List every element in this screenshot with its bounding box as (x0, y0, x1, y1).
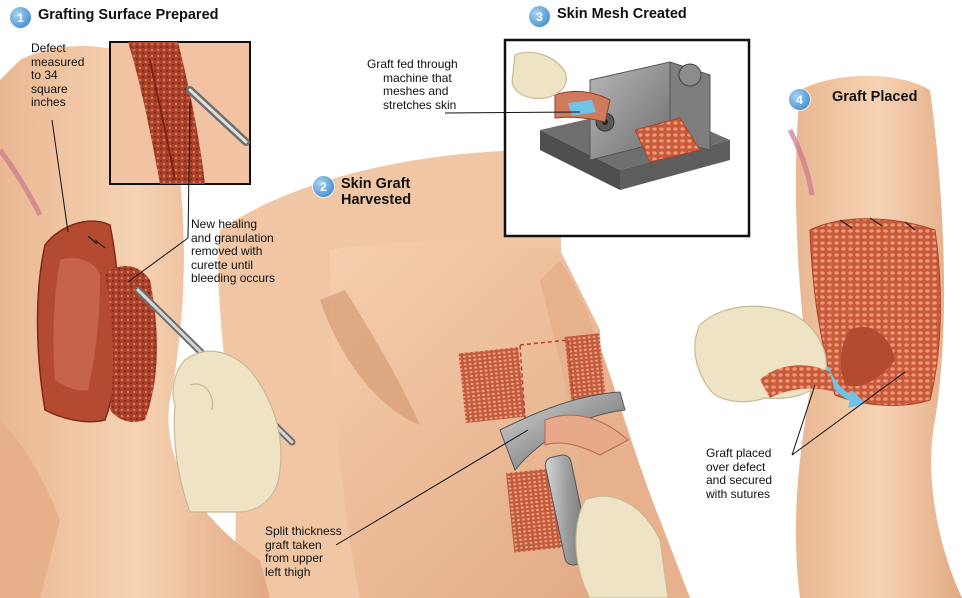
step-1-heading: 1 Grafting Surface Prepared (10, 7, 219, 28)
step-title: Graft Placed (832, 89, 917, 105)
mesh-machine-panel (505, 40, 749, 236)
step-title: Skin Mesh Created (557, 6, 687, 22)
step-title: Skin Graft Harvested (341, 176, 411, 208)
step-number-badge: 2 (313, 176, 334, 197)
step-number-badge: 3 (529, 6, 550, 27)
graft-placed-label: Graft placed over defect and secured wit… (706, 447, 772, 501)
healing-label: New healing and granulation removed with… (191, 218, 275, 286)
step-title: Grafting Surface Prepared (38, 7, 219, 23)
step-number-badge: 1 (10, 7, 31, 28)
step-3-heading: 3 Skin Mesh Created (529, 6, 687, 27)
step-number-badge: 4 (789, 89, 810, 110)
step-4-heading: 4 Graft Placed (789, 89, 917, 110)
defect-label: Defect measured to 34 square inches (31, 42, 84, 110)
split-thickness-label: Split thickness graft taken from upper l… (265, 525, 342, 579)
closeup-inset (110, 42, 250, 184)
step-2-heading: 2 Skin Graft Harvested (313, 176, 411, 208)
machine-label: Graft fed through machine that meshes an… (367, 58, 458, 112)
